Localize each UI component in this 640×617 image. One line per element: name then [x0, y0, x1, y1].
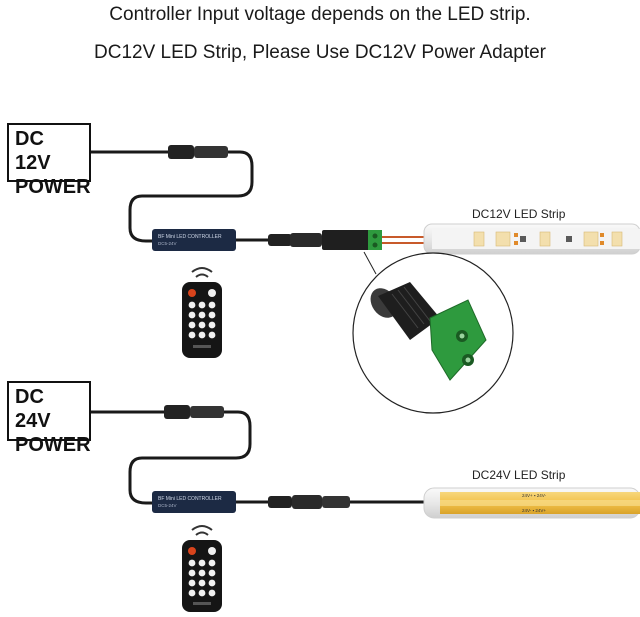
dc12v-power-line1: DC 12V	[15, 128, 51, 174]
dc12v-lead-wires	[382, 236, 428, 244]
dc24v-controller-subtext: DC5-24V	[158, 503, 177, 508]
dc12v-controller	[152, 229, 236, 251]
dc12v-smd-strip	[423, 223, 640, 255]
dc24v-power-line2: POWER	[15, 434, 91, 456]
dc24v-circuit: BF Mini LED CONTROLLER DC5-24V 24V+ ▪ 24…	[91, 405, 640, 612]
dc12v-controller-subtext: DC5-24V	[158, 241, 177, 246]
dc24v-controller-text: BF Mini LED CONTROLLER	[158, 496, 222, 502]
dc24v-marking-b: 24V- ▪ 24V+	[522, 508, 546, 513]
dc24v-controller	[152, 491, 236, 513]
dc24v-cob-strip: 24V+ ▪ 24V- 24V- ▪ 24V+	[423, 487, 640, 519]
dc-adapter-zoom-callout	[352, 251, 514, 414]
dc12v-remote	[182, 267, 222, 358]
dc24v-out-plug-2	[292, 495, 322, 509]
dc24v-remote	[182, 525, 222, 612]
dc12v-terminal-block	[368, 230, 382, 250]
dc24v-marking-a: 24V+ ▪ 24V-	[522, 493, 546, 498]
dc24v-power-line1: DC 24V	[15, 386, 51, 432]
dc12v-circuit: BF Mini LED CONTROLLER DC5-24V	[91, 145, 640, 414]
dc24v-out-plug-3	[322, 496, 350, 508]
dc24v-power-box: DC 24V POWER	[7, 381, 91, 456]
dc12v-controller-text: BF Mini LED CONTROLLER	[158, 234, 222, 240]
dc12v-power-box: DC 12V POWER	[7, 123, 91, 198]
dc12v-plug-female	[168, 145, 194, 159]
dc12v-strip-label: DC12V LED Strip	[472, 207, 566, 221]
headline-voltage: Controller Input voltage depends on the …	[109, 4, 531, 25]
dc12v-power-line2: POWER	[15, 176, 91, 198]
dc24v-strip-label: DC24V LED Strip	[472, 468, 566, 482]
headline-adapter: DC12V LED Strip, Please Use DC12V Power …	[94, 42, 546, 63]
dc24v-out-plug-1	[268, 496, 292, 508]
dc24v-plug-male	[190, 406, 224, 418]
dc12v-out-plug-1	[268, 234, 292, 246]
dc24v-loop-wire	[128, 410, 252, 505]
dc12v-loop-wire	[128, 150, 254, 243]
dc12v-plug-male	[194, 146, 228, 158]
dc12v-out-plug-2	[290, 233, 322, 247]
dc12v-dc-adapter	[322, 230, 370, 250]
dc24v-plug-female	[164, 405, 190, 419]
